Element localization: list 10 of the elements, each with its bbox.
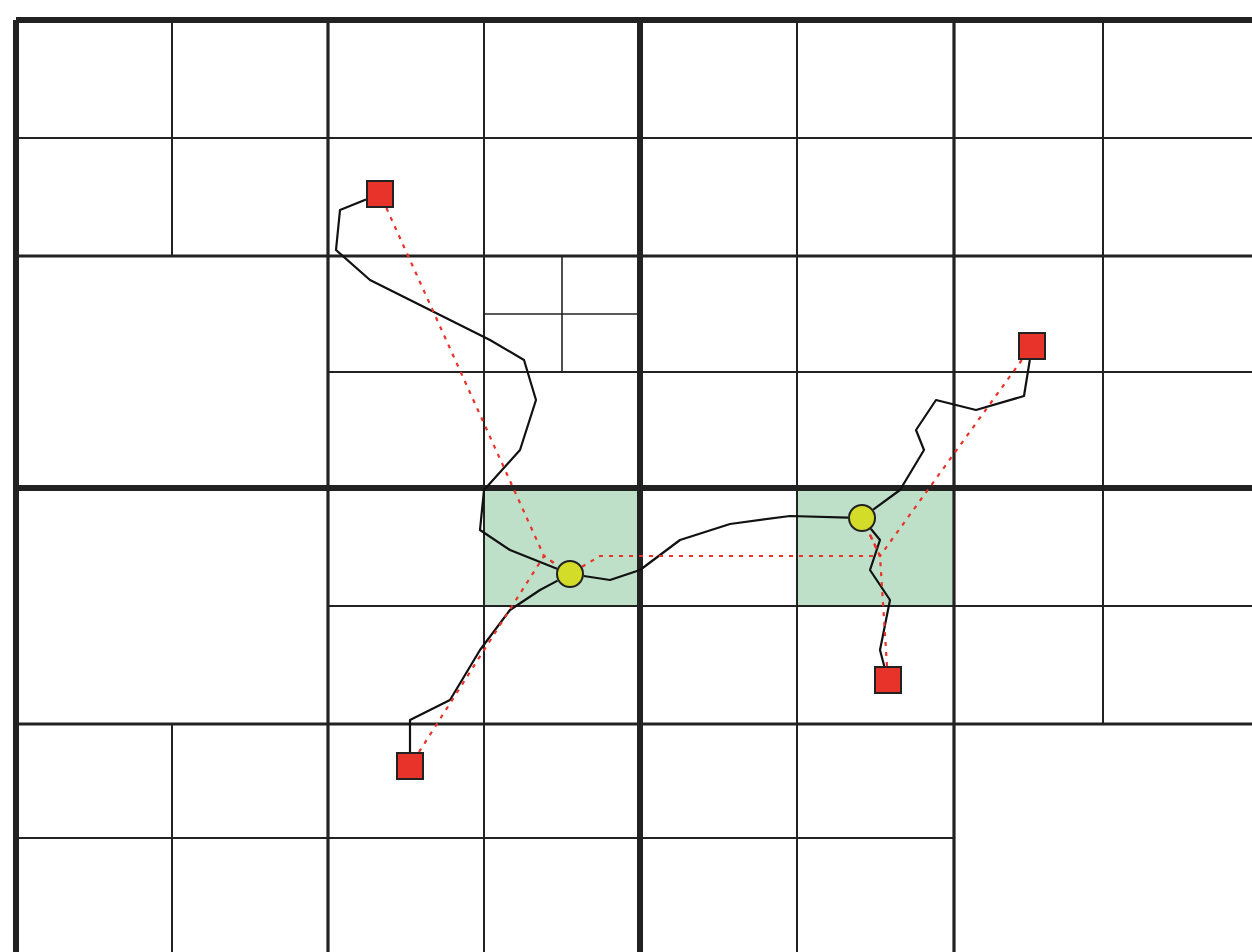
path-line [872, 359, 1031, 511]
square-marker [874, 666, 902, 694]
square-marker [1018, 332, 1046, 360]
path-line [334, 198, 558, 570]
square-marker [366, 180, 394, 208]
dotted-line [867, 359, 1023, 558]
square-marker [396, 752, 424, 780]
dotted-line [418, 554, 560, 753]
path-line [583, 514, 849, 582]
path-line [408, 579, 559, 752]
